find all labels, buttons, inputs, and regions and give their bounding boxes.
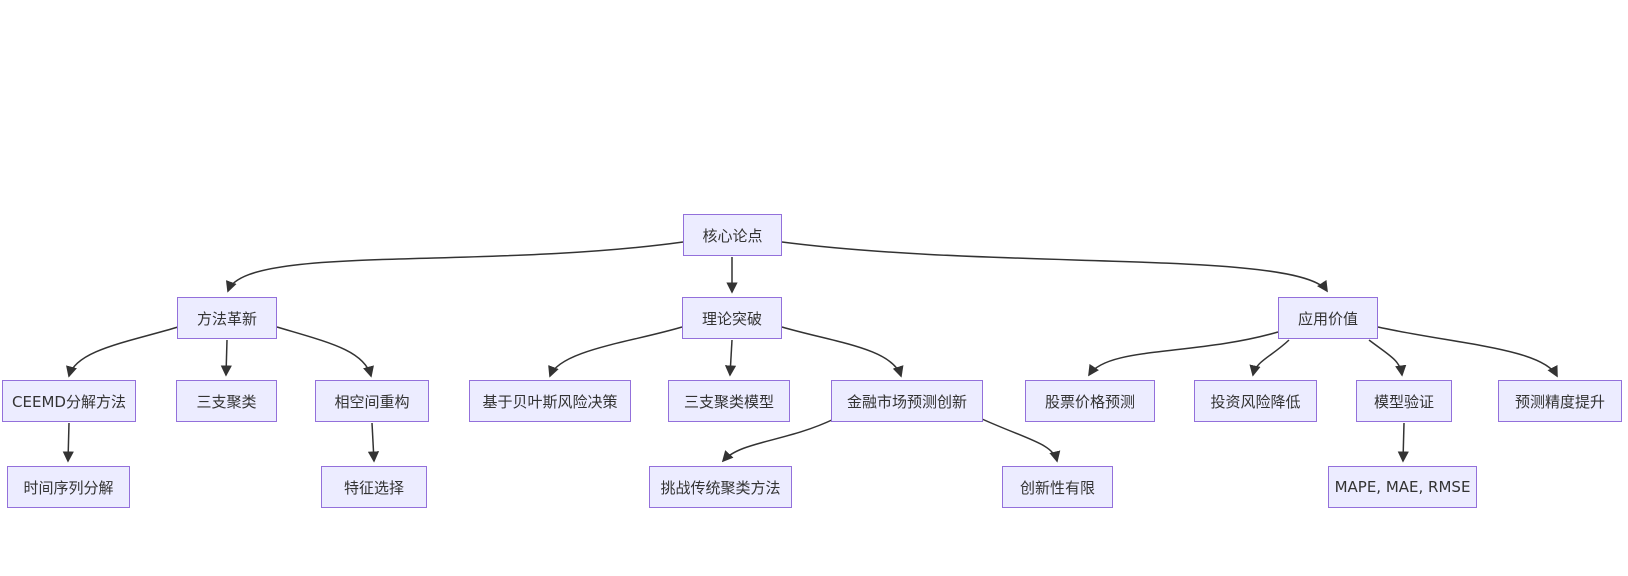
node-label: 理论突破	[701, 309, 762, 328]
node-label: 三支聚类模型	[683, 392, 774, 411]
edge-method-to-phasespace	[276, 326, 374, 378]
node-investment-risk-reduction: 投资风险降低	[1194, 380, 1317, 422]
node-bayesian-risk-decision: 基于贝叶斯风险决策	[469, 380, 631, 422]
node-core-thesis: 核心论点	[683, 214, 782, 256]
node-label: 股票价格预测	[1044, 392, 1135, 411]
edge-application-to-validation	[1368, 339, 1407, 377]
edge-theory-to-bayesian	[548, 326, 683, 378]
node-challenge-traditional-clustering: 挑战传统聚类方法	[649, 466, 792, 508]
node-model-validation: 模型验证	[1356, 380, 1452, 422]
edge-method-to-ceemd	[66, 326, 179, 378]
node-application-value: 应用价值	[1278, 297, 1378, 339]
edge-financial-to-novelty	[981, 418, 1061, 463]
node-method-innovation: 方法革新	[177, 297, 277, 339]
node-label: CEEMD分解方法	[12, 392, 126, 411]
edge-phasespace-to-feature	[367, 422, 380, 463]
node-ceemd-decomposition: CEEMD分解方法	[2, 380, 136, 422]
edge-theory-to-financial	[781, 326, 904, 378]
node-financial-market-forecast-innovation: 金融市场预测创新	[831, 380, 983, 422]
node-label: MAPE, MAE, RMSE	[1334, 478, 1471, 496]
node-label: 相空间重构	[334, 392, 410, 411]
node-label: 核心论点	[702, 226, 763, 245]
edge-application-to-stock	[1088, 331, 1279, 377]
node-three-way-clustering-model: 三支聚类模型	[668, 380, 790, 422]
node-label: 创新性有限	[1019, 478, 1095, 497]
node-label: 投资风险降低	[1210, 392, 1301, 411]
node-label: 金融市场预测创新	[846, 392, 967, 411]
node-phase-space-reconstruction: 相空间重构	[315, 380, 429, 422]
node-limited-novelty: 创新性有限	[1002, 466, 1113, 508]
node-three-way-clustering: 三支聚类	[176, 380, 277, 422]
edge-application-to-risk	[1249, 339, 1290, 377]
node-label: 时间序列分解	[23, 478, 114, 497]
edge-core-to-application	[781, 241, 1328, 293]
node-label: 方法革新	[196, 309, 257, 328]
node-label: 三支聚类	[196, 392, 257, 411]
node-label: 预测精度提升	[1514, 392, 1605, 411]
edge-validation-to-metrics	[1397, 422, 1409, 463]
node-theory-breakthrough: 理论突破	[682, 297, 782, 339]
edge-ceemd-to-timeseries	[62, 422, 74, 463]
node-label: 应用价值	[1297, 309, 1358, 328]
edge-method-to-threeway	[220, 339, 232, 377]
node-forecast-accuracy-improvement: 预测精度提升	[1498, 380, 1622, 422]
node-time-series-decomposition: 时间序列分解	[7, 466, 130, 508]
edge-application-to-accuracy	[1377, 326, 1558, 378]
node-evaluation-metrics: MAPE, MAE, RMSE	[1328, 466, 1477, 508]
node-label: 特征选择	[343, 478, 404, 497]
node-label: 基于贝叶斯风险决策	[482, 392, 618, 411]
node-stock-price-prediction: 股票价格预测	[1025, 380, 1155, 422]
node-label: 模型验证	[1373, 392, 1434, 411]
edge-financial-to-challenge	[721, 418, 835, 463]
node-feature-selection: 特征选择	[321, 466, 427, 508]
node-label: 挑战传统聚类方法	[660, 478, 781, 497]
edge-core-to-method	[226, 241, 684, 293]
edge-theory-to-threewaymodel	[724, 339, 737, 377]
